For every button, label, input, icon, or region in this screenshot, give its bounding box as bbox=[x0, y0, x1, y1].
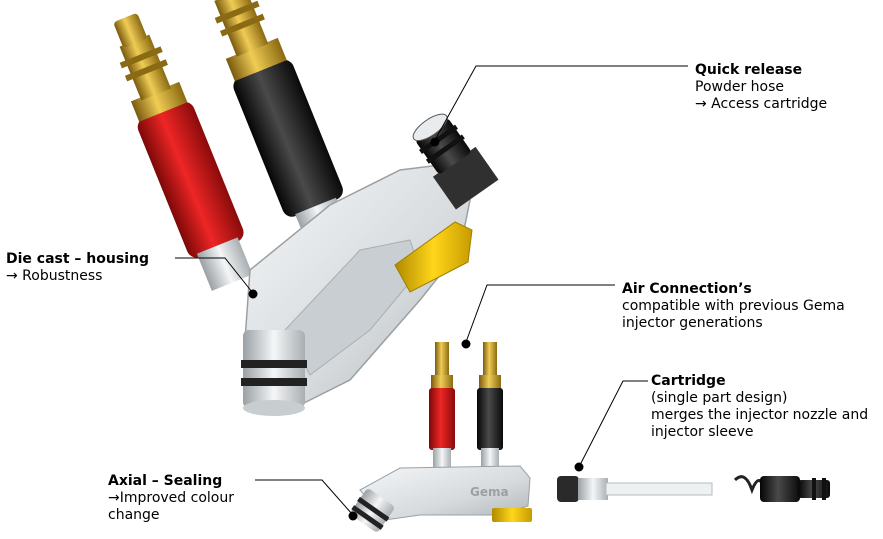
callout-title: Air Connection’s bbox=[622, 281, 752, 297]
callout-title: Quick release bbox=[695, 62, 803, 78]
callout-line: (single part design) bbox=[651, 390, 788, 406]
callout-axial-sealing: Axial – Sealing →Improved colour change bbox=[108, 473, 234, 524]
axial-outlet bbox=[241, 330, 307, 416]
callout-line: merges the injector nozzle and bbox=[651, 407, 869, 423]
red-air-connector bbox=[114, 13, 253, 291]
callout-quick-release: Quick release Powder hose → Access cartr… bbox=[695, 62, 827, 113]
callout-air-connection: Air Connection’s compatible with previou… bbox=[622, 281, 845, 332]
callout-line: Powder hose bbox=[695, 79, 785, 95]
callout-line: compatible with previous Gema bbox=[622, 298, 845, 314]
powder-hose-connector bbox=[412, 113, 499, 210]
callout-title: Die cast – housing bbox=[6, 251, 149, 267]
yellow-latch bbox=[394, 221, 473, 293]
callout-line: injector generations bbox=[622, 315, 763, 331]
callout-line: → Robustness bbox=[6, 268, 103, 284]
cartridge-part bbox=[557, 476, 713, 502]
callout-die-cast: Die cast – housing → Robustness bbox=[6, 251, 149, 285]
gema-logo: Gema bbox=[470, 485, 509, 499]
hose-nozzle-part bbox=[733, 475, 830, 502]
large-injector bbox=[114, 0, 499, 416]
callout-line: injector sleeve bbox=[651, 424, 754, 440]
small-injector bbox=[350, 342, 532, 532]
callout-line: → Access cartridge bbox=[695, 96, 828, 112]
callout-cartridge: Cartridge (single part design) merges th… bbox=[651, 373, 881, 441]
callout-title: Cartridge bbox=[651, 373, 726, 389]
callout-line: change bbox=[108, 507, 160, 523]
callout-title: Axial – Sealing bbox=[108, 473, 223, 489]
callout-line: →Improved colour bbox=[108, 490, 234, 506]
callout-lines bbox=[175, 65, 688, 521]
